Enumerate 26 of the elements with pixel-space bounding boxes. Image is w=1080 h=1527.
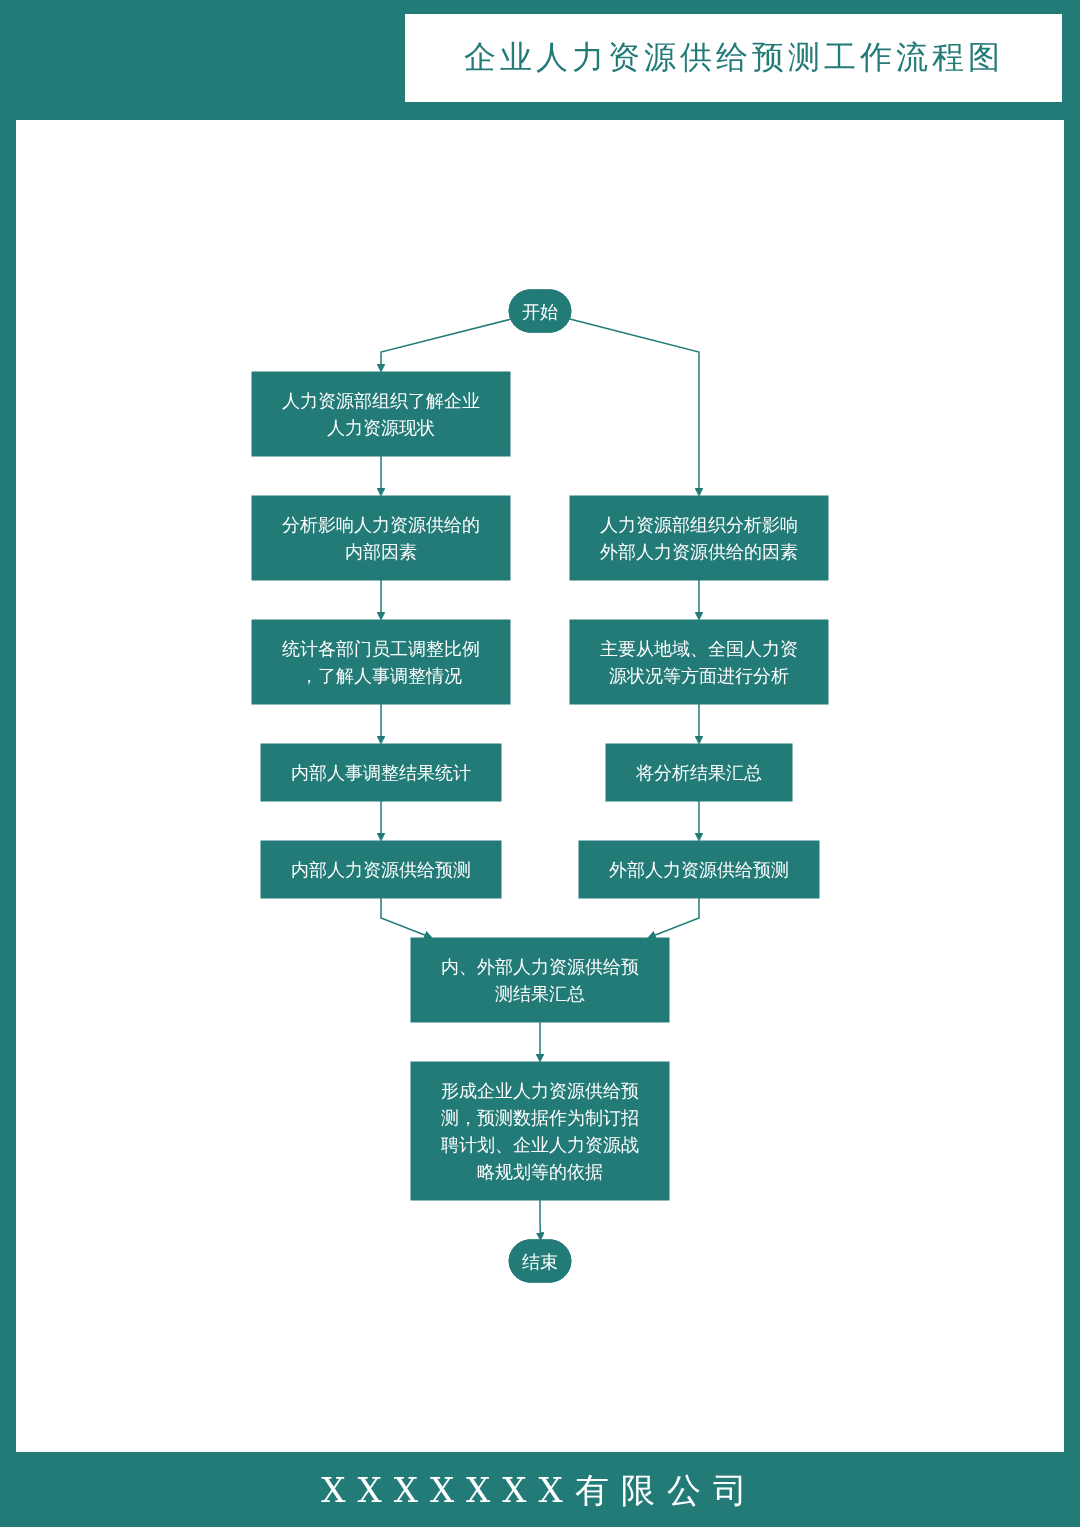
node-box: 外部人力资源供给预测 xyxy=(578,840,820,899)
node-box: 统计各部门员工调整比例，了解人事调整情况 xyxy=(251,619,511,705)
arrow xyxy=(376,455,386,497)
title: 企业人力资源供给预测工作流程图 xyxy=(463,37,1004,78)
node-box: 人力资源部组织了解企业人力资源现状 xyxy=(251,371,511,457)
arrow xyxy=(647,897,700,940)
footer-text: XXXXXXX有限公司 xyxy=(321,1469,759,1512)
node-box: 内部人事调整结果统计 xyxy=(260,743,502,802)
node-box: 主要从地域、全国人力资源状况等方面进行分析 xyxy=(569,619,829,705)
arrow xyxy=(694,703,704,745)
arrow xyxy=(694,579,704,621)
arrow xyxy=(376,579,386,621)
arrow xyxy=(376,318,512,373)
arrow xyxy=(535,1199,545,1241)
node-box: 将分析结果汇总 xyxy=(605,743,793,802)
node-box: 内部人力资源供给预测 xyxy=(260,840,502,899)
arrow xyxy=(535,1021,545,1063)
arrow xyxy=(694,800,704,842)
arrow xyxy=(380,897,433,940)
arrow xyxy=(376,800,386,842)
node-box: 形成企业人力资源供给预测，预测数据作为制订招聘计划、企业人力资源战略规划等的依据 xyxy=(410,1061,670,1201)
node-box: 内、外部人力资源供给预测结果汇总 xyxy=(410,937,670,1023)
arrow xyxy=(569,318,704,497)
node-box: 人力资源部组织分析影响外部人力资源供给的因素 xyxy=(569,495,829,581)
node-box: 分析影响人力资源供给的内部因素 xyxy=(251,495,511,581)
arrow xyxy=(376,703,386,745)
